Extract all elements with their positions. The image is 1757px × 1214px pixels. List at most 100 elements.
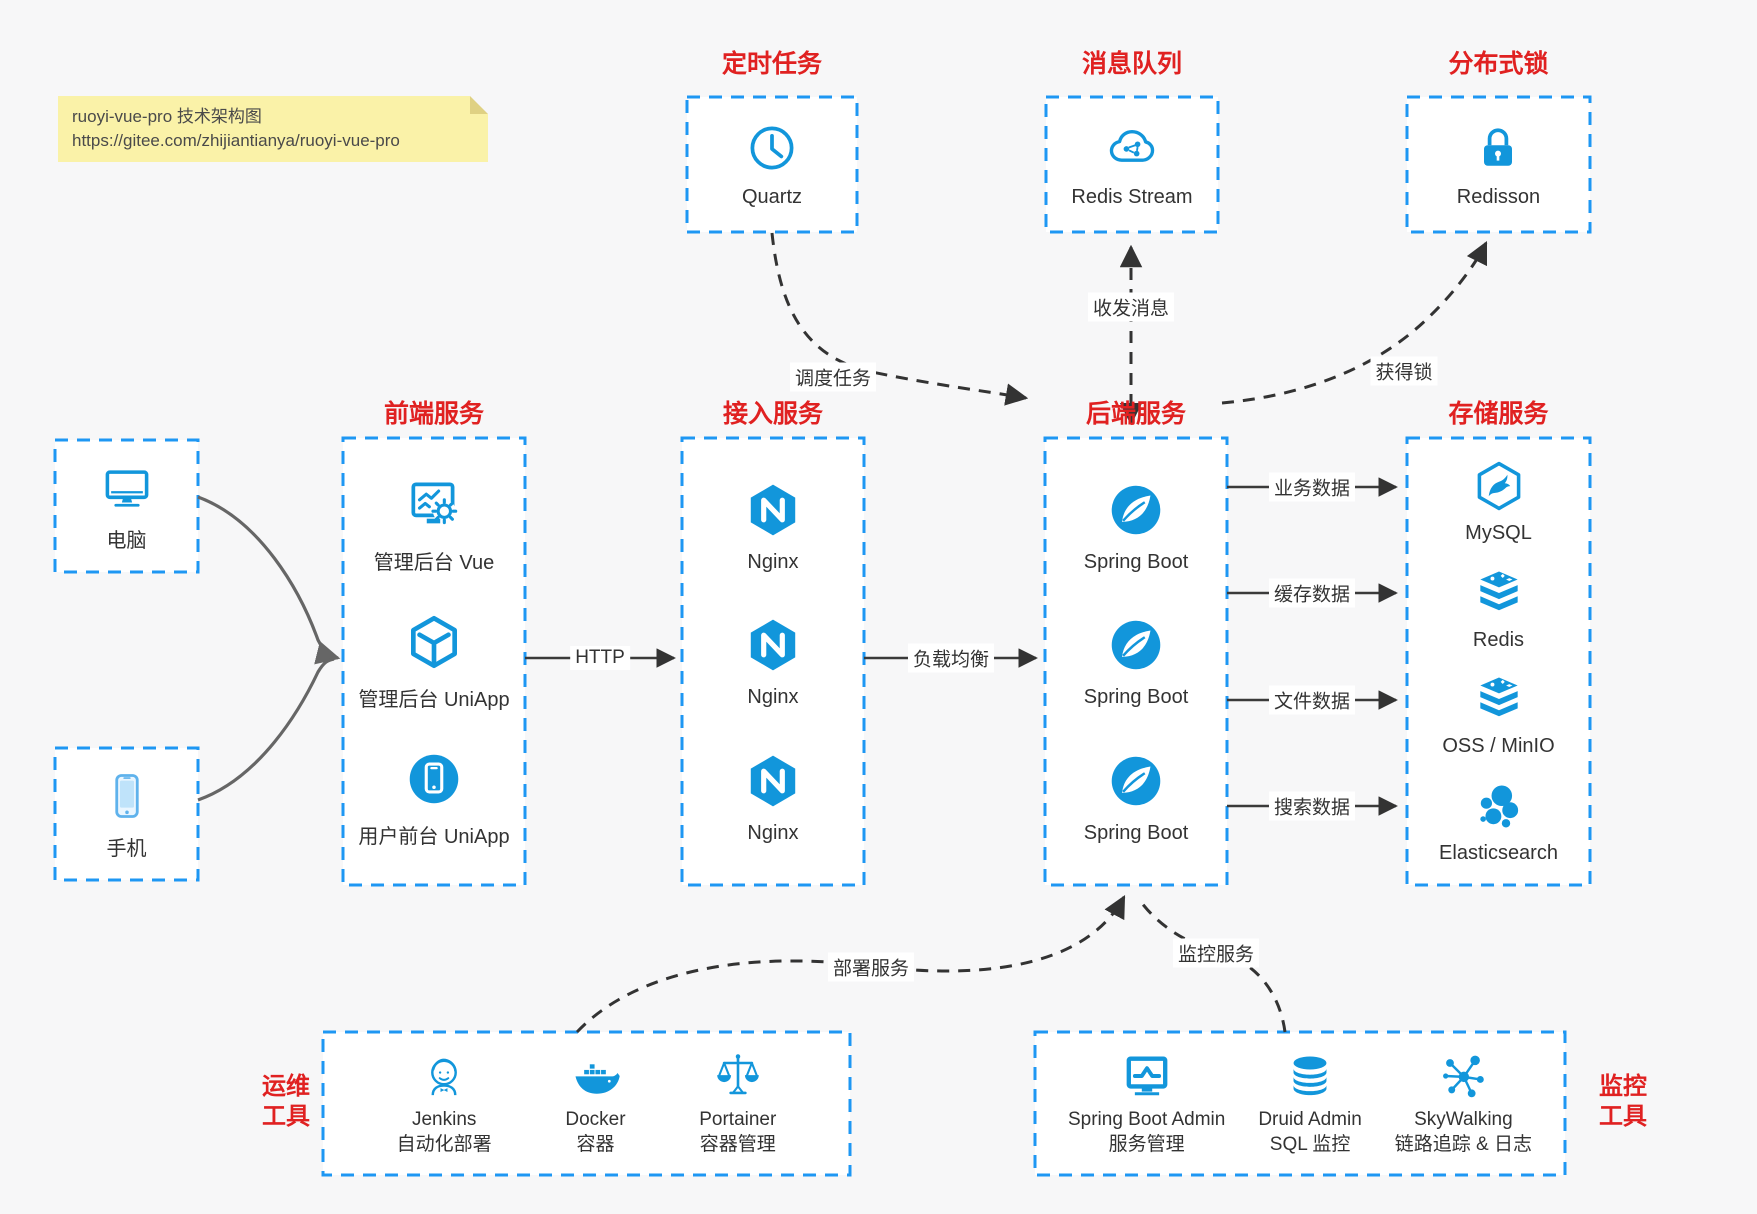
- node-label: 用户前台 UniApp: [358, 826, 510, 848]
- node-admin-uniapp: 管理后台 UniApp: [358, 611, 510, 712]
- node-label: 管理后台 UniApp: [358, 689, 510, 711]
- edge-mobile-to-frontend: [197, 657, 335, 802]
- node-label: Druid Admin SQL 监控: [1258, 1107, 1362, 1157]
- edge-label-cache-data: 缓存数据: [1268, 578, 1356, 608]
- edge-label-http: HTTP: [570, 646, 630, 670]
- label-line: SQL 监控: [1269, 1134, 1351, 1155]
- redis-icon: [1471, 565, 1527, 621]
- node-label: Spring Boot: [1083, 686, 1189, 708]
- node-spring-boot-1: Spring Boot: [1083, 479, 1189, 574]
- node-admin-vue: 管理后台 Vue: [374, 474, 494, 575]
- cloud-network-icon: [1104, 120, 1160, 176]
- label-line: 自动化部署: [396, 1134, 492, 1155]
- note-url: https://gitee.com/zhijiantianya/ruoyi-vu…: [72, 131, 400, 150]
- uniapp-cube-icon: [403, 611, 465, 673]
- node-label: Quartz: [741, 186, 803, 208]
- box-storage: [1405, 436, 1592, 887]
- ops-box-content: Jenkins 自动化部署 Docker 容器 Portainer 容器管理: [323, 1032, 850, 1175]
- edge-label-schedule: 调度任务: [789, 362, 877, 392]
- spring-boot-admin-icon: [1121, 1050, 1173, 1102]
- mobile-box-content: 手机: [55, 748, 198, 880]
- title-backend-services: 后端服务: [1085, 400, 1186, 428]
- node-label: Nginx: [747, 550, 799, 573]
- node-label: Portainer 容器管理: [699, 1107, 776, 1157]
- node-user-uniapp: 用户前台 UniApp: [358, 748, 510, 849]
- skywalking-icon: [1437, 1050, 1489, 1102]
- jenkins-icon: [418, 1050, 470, 1102]
- title-line: 监控: [1599, 1073, 1647, 1100]
- title-frontend-services: 前端服务: [383, 400, 484, 428]
- storage-box-content: MySQL Redis OSS / MinIO Elasticsearch: [1407, 438, 1590, 885]
- spring-boot-icon: [1105, 750, 1167, 812]
- frontend-box-content: 管理后台 Vue 管理后台 UniApp 用户前台 UniApp: [343, 438, 525, 885]
- node-spring-boot-admin: Spring Boot Admin 服务管理: [1068, 1050, 1225, 1157]
- edge-label-message: 收发消息: [1087, 292, 1175, 322]
- node-pc: 电脑: [99, 460, 155, 553]
- admin-vue-icon: [403, 474, 465, 536]
- node-spring-boot-2: Spring Boot: [1083, 614, 1189, 709]
- node-label: Jenkins 自动化部署: [397, 1107, 492, 1157]
- box-redis-stream: [1044, 95, 1220, 234]
- node-label: Elasticsearch: [1439, 842, 1558, 865]
- title-storage-services: 存储服务: [1448, 400, 1549, 428]
- node-label: SkyWalking 链路追踪 & 日志: [1395, 1107, 1532, 1157]
- label-line: Docker: [565, 1109, 626, 1130]
- node-redisson: Redisson: [1457, 120, 1540, 209]
- note-title: ruoyi-vue-pro 技术架构图: [72, 107, 262, 126]
- redis-stream-box-content: Redis Stream: [1046, 97, 1218, 232]
- desktop-icon: [99, 460, 155, 516]
- node-label: Docker 容器: [565, 1107, 625, 1157]
- node-druid-admin: Druid Admin SQL 监控: [1258, 1050, 1362, 1157]
- node-spring-boot-3: Spring Boot: [1084, 750, 1188, 845]
- node-label: 电脑: [106, 529, 147, 552]
- portainer-icon: [712, 1050, 764, 1102]
- label-line: SkyWalking: [1414, 1109, 1513, 1130]
- clock-icon: [744, 120, 800, 176]
- node-label: 管理后台 Vue: [373, 552, 495, 574]
- user-app-icon: [403, 748, 465, 810]
- oss-minio-icon: [1471, 671, 1527, 727]
- node-elasticsearch: Elasticsearch: [1439, 778, 1558, 865]
- lock-icon: [1470, 120, 1526, 176]
- mobile-icon: [99, 768, 155, 824]
- edge-acquire-lock: [1221, 240, 1488, 405]
- title-line: 运维: [262, 1073, 310, 1100]
- edge-label-monitor: 监控服务: [1172, 938, 1260, 968]
- title-ops-tools: 运维 工具: [253, 1072, 319, 1132]
- box-quartz: [685, 95, 859, 234]
- label-line: 容器管理: [699, 1134, 776, 1155]
- node-nginx-3: Nginx: [742, 750, 804, 845]
- nginx-icon: [742, 479, 804, 541]
- spring-boot-icon: [1105, 614, 1167, 676]
- node-label: Nginx: [747, 821, 799, 844]
- title-scheduled-tasks: 定时任务: [721, 50, 822, 78]
- node-redis: Redis: [1471, 565, 1527, 652]
- node-label: Spring Boot Admin 服务管理: [1068, 1107, 1225, 1157]
- druid-icon: [1284, 1050, 1336, 1102]
- label-line: Jenkins: [411, 1109, 477, 1130]
- sticky-note: ruoyi-vue-pro 技术架构图 https://gitee.com/zh…: [58, 96, 488, 162]
- node-quartz: Quartz: [742, 120, 802, 209]
- node-nginx-1: Nginx: [742, 479, 804, 574]
- title-gateway-services: 接入服务: [722, 400, 823, 428]
- label-line: 容器: [576, 1134, 615, 1155]
- node-oss-minio: OSS / MinIO: [1442, 671, 1555, 758]
- elasticsearch-icon: [1471, 778, 1527, 834]
- edge-pc-to-frontend: [197, 495, 341, 665]
- edge-label-load-balance: 负载均衡: [907, 643, 995, 673]
- pc-box-content: 电脑: [55, 440, 198, 572]
- edge-label-file-data: 文件数据: [1268, 685, 1356, 715]
- label-line: Spring Boot Admin: [1067, 1109, 1226, 1130]
- label-line: 服务管理: [1108, 1134, 1185, 1155]
- node-label: Spring Boot: [1083, 550, 1189, 573]
- gateway-box-content: Nginx Nginx Nginx: [682, 438, 864, 885]
- edge-label-acquire-lock: 获得锁: [1370, 356, 1438, 386]
- edge-label-search-data: 搜索数据: [1268, 791, 1356, 821]
- node-label: 手机: [106, 837, 147, 860]
- node-redis-stream: Redis Stream: [1071, 120, 1193, 209]
- node-label: Redis Stream: [1071, 186, 1193, 208]
- docker-icon: [569, 1050, 621, 1102]
- title-message-queue: 消息队列: [1081, 50, 1182, 78]
- backend-box-content: Spring Boot Spring Boot Spring Boot: [1045, 438, 1227, 885]
- nginx-icon: [742, 614, 804, 676]
